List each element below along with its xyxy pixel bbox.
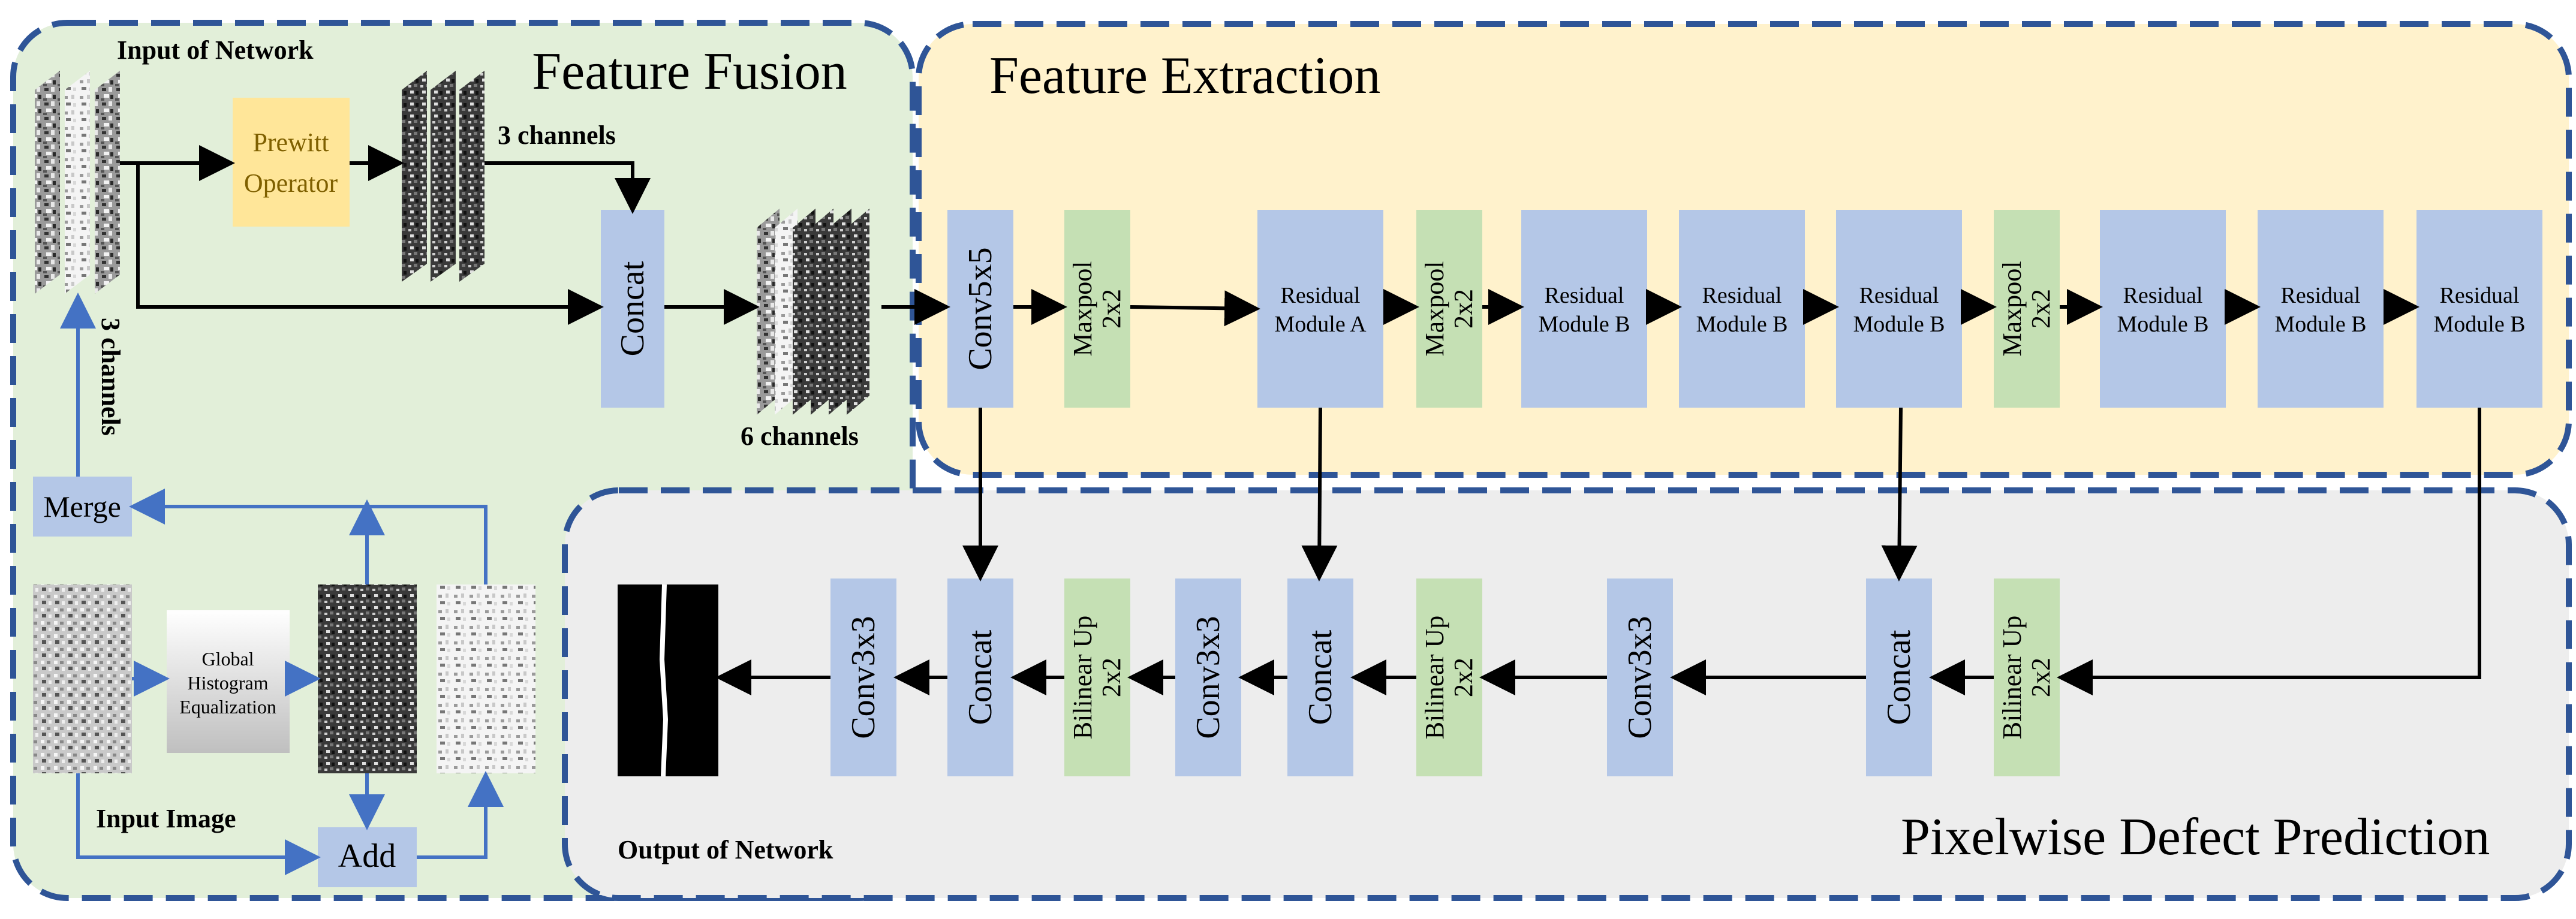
- svg-text:2x2: 2x2: [2026, 289, 2056, 329]
- svg-text:Concat: Concat: [1880, 629, 1918, 725]
- svg-text:Conv5x5: Conv5x5: [962, 247, 999, 370]
- svg-text:Module B: Module B: [1696, 312, 1787, 337]
- encoder-arrows: [1013, 289, 2419, 327]
- bilinear-up-1-block: Bilinear Up 2x2: [1994, 578, 2060, 776]
- svg-text:Global: Global: [201, 648, 254, 670]
- input-of-network-label: Input of Network: [117, 35, 314, 65]
- maxpool-2-block: Maxpool 2x2: [1416, 210, 1482, 408]
- decoder-concat-3-block: Concat: [947, 578, 1013, 776]
- svg-text:Residual: Residual: [1281, 283, 1361, 308]
- svg-text:Module B: Module B: [2117, 312, 2208, 337]
- svg-text:Residual: Residual: [1545, 283, 1624, 308]
- prewitt-output-image: [402, 71, 484, 282]
- three-channels-top-label: 3 channels: [498, 120, 616, 150]
- svg-text:Merge: Merge: [43, 490, 121, 523]
- svg-text:Maxpool: Maxpool: [1997, 261, 2027, 357]
- residual-module-a-block: Residual Module A: [1257, 210, 1383, 408]
- six-channels-label: 6 channels: [741, 421, 859, 451]
- output-of-network-label: Output of Network: [618, 835, 833, 864]
- svg-text:Residual: Residual: [2281, 283, 2361, 308]
- decoder-conv3x3-2-block: Conv3x3: [1175, 578, 1241, 776]
- input-image-label: Input Image: [96, 804, 236, 833]
- preprocessing-arrows: [60, 293, 504, 875]
- svg-text:Maxpool: Maxpool: [1068, 261, 1097, 357]
- bilinear-up-2-block: Bilinear Up 2x2: [1416, 578, 1482, 776]
- merge-block: Merge: [33, 477, 132, 537]
- maxpool-1-block: Maxpool 2x2: [1064, 210, 1130, 408]
- svg-text:Maxpool: Maxpool: [1420, 261, 1449, 357]
- residual-module-b4-block: Residual Module B: [2100, 210, 2226, 408]
- svg-text:Prewitt: Prewitt: [252, 128, 329, 157]
- svg-text:Operator: Operator: [244, 168, 338, 198]
- fusion-concat-block: Concat: [601, 210, 664, 408]
- feature-extraction-title: Feature Extraction: [989, 47, 1380, 105]
- decoder-concat-2-block: Concat: [1287, 578, 1353, 776]
- pixelwise-prediction-title: Pixelwise Defect Prediction: [1901, 808, 2490, 866]
- svg-text:Add: Add: [338, 837, 396, 875]
- svg-text:2x2: 2x2: [1449, 658, 1478, 697]
- prewitt-operator-block: Prewitt Operator: [233, 98, 350, 227]
- fusion-arrows: [120, 145, 950, 325]
- residual-module-b1-block: Residual Module B: [1521, 210, 1647, 408]
- svg-text:Bilinear Up: Bilinear Up: [1420, 616, 1449, 740]
- svg-text:Residual: Residual: [1859, 283, 1939, 308]
- svg-text:2x2: 2x2: [1097, 658, 1126, 697]
- histogram-equalization-block: Global Histogram Equalization: [167, 610, 290, 753]
- feature-fusion-title: Feature Fusion: [532, 43, 847, 101]
- decoder-arrows: [715, 407, 2481, 695]
- equalized-image: [318, 584, 417, 773]
- input-stack-image: [35, 71, 120, 294]
- svg-text:Concat: Concat: [614, 261, 651, 356]
- svg-text:Bilinear Up: Bilinear Up: [1997, 616, 2027, 740]
- svg-text:Equalization: Equalization: [179, 696, 276, 718]
- decoder-conv3x3-1-block: Conv3x3: [1607, 578, 1673, 776]
- residual-module-b6-block: Residual Module B: [2416, 210, 2542, 408]
- svg-text:Conv3x3: Conv3x3: [1621, 616, 1659, 739]
- svg-text:Residual: Residual: [2440, 283, 2520, 308]
- three-channels-side-label: 3 channels: [96, 318, 125, 436]
- inverted-image: [437, 584, 535, 773]
- input-image: [33, 584, 132, 773]
- decoder-conv3x3-3-block: Conv3x3: [830, 578, 896, 776]
- svg-text:Module A: Module A: [1274, 312, 1367, 337]
- six-channel-image: [757, 209, 869, 415]
- svg-text:Concat: Concat: [962, 629, 999, 725]
- residual-module-b2-block: Residual Module B: [1679, 210, 1805, 408]
- svg-text:Conv3x3: Conv3x3: [845, 616, 882, 739]
- svg-text:Module B: Module B: [1853, 312, 1945, 337]
- svg-text:2x2: 2x2: [1097, 289, 1126, 329]
- maxpool-3-block: Maxpool 2x2: [1994, 210, 2060, 408]
- svg-text:Conv3x3: Conv3x3: [1190, 616, 1227, 739]
- svg-text:Histogram: Histogram: [187, 672, 268, 694]
- svg-text:Module B: Module B: [2433, 312, 2525, 337]
- output-mask-image: [618, 584, 718, 777]
- svg-text:Module B: Module B: [2274, 312, 2366, 337]
- svg-text:Residual: Residual: [2123, 283, 2203, 308]
- residual-module-b3-block: Residual Module B: [1836, 210, 1962, 408]
- decoder-concat-1-block: Concat: [1866, 578, 1932, 776]
- svg-text:Bilinear Up: Bilinear Up: [1068, 616, 1097, 740]
- residual-module-b5-block: Residual Module B: [2258, 210, 2384, 408]
- svg-text:2x2: 2x2: [1449, 289, 1478, 329]
- svg-text:2x2: 2x2: [2026, 658, 2056, 697]
- svg-text:Residual: Residual: [1702, 283, 1782, 308]
- bilinear-up-3-block: Bilinear Up 2x2: [1064, 578, 1130, 776]
- conv5x5-block: Conv5x5: [947, 210, 1013, 408]
- add-block: Add: [318, 827, 417, 887]
- svg-text:Module B: Module B: [1538, 312, 1630, 337]
- svg-text:Concat: Concat: [1302, 629, 1339, 725]
